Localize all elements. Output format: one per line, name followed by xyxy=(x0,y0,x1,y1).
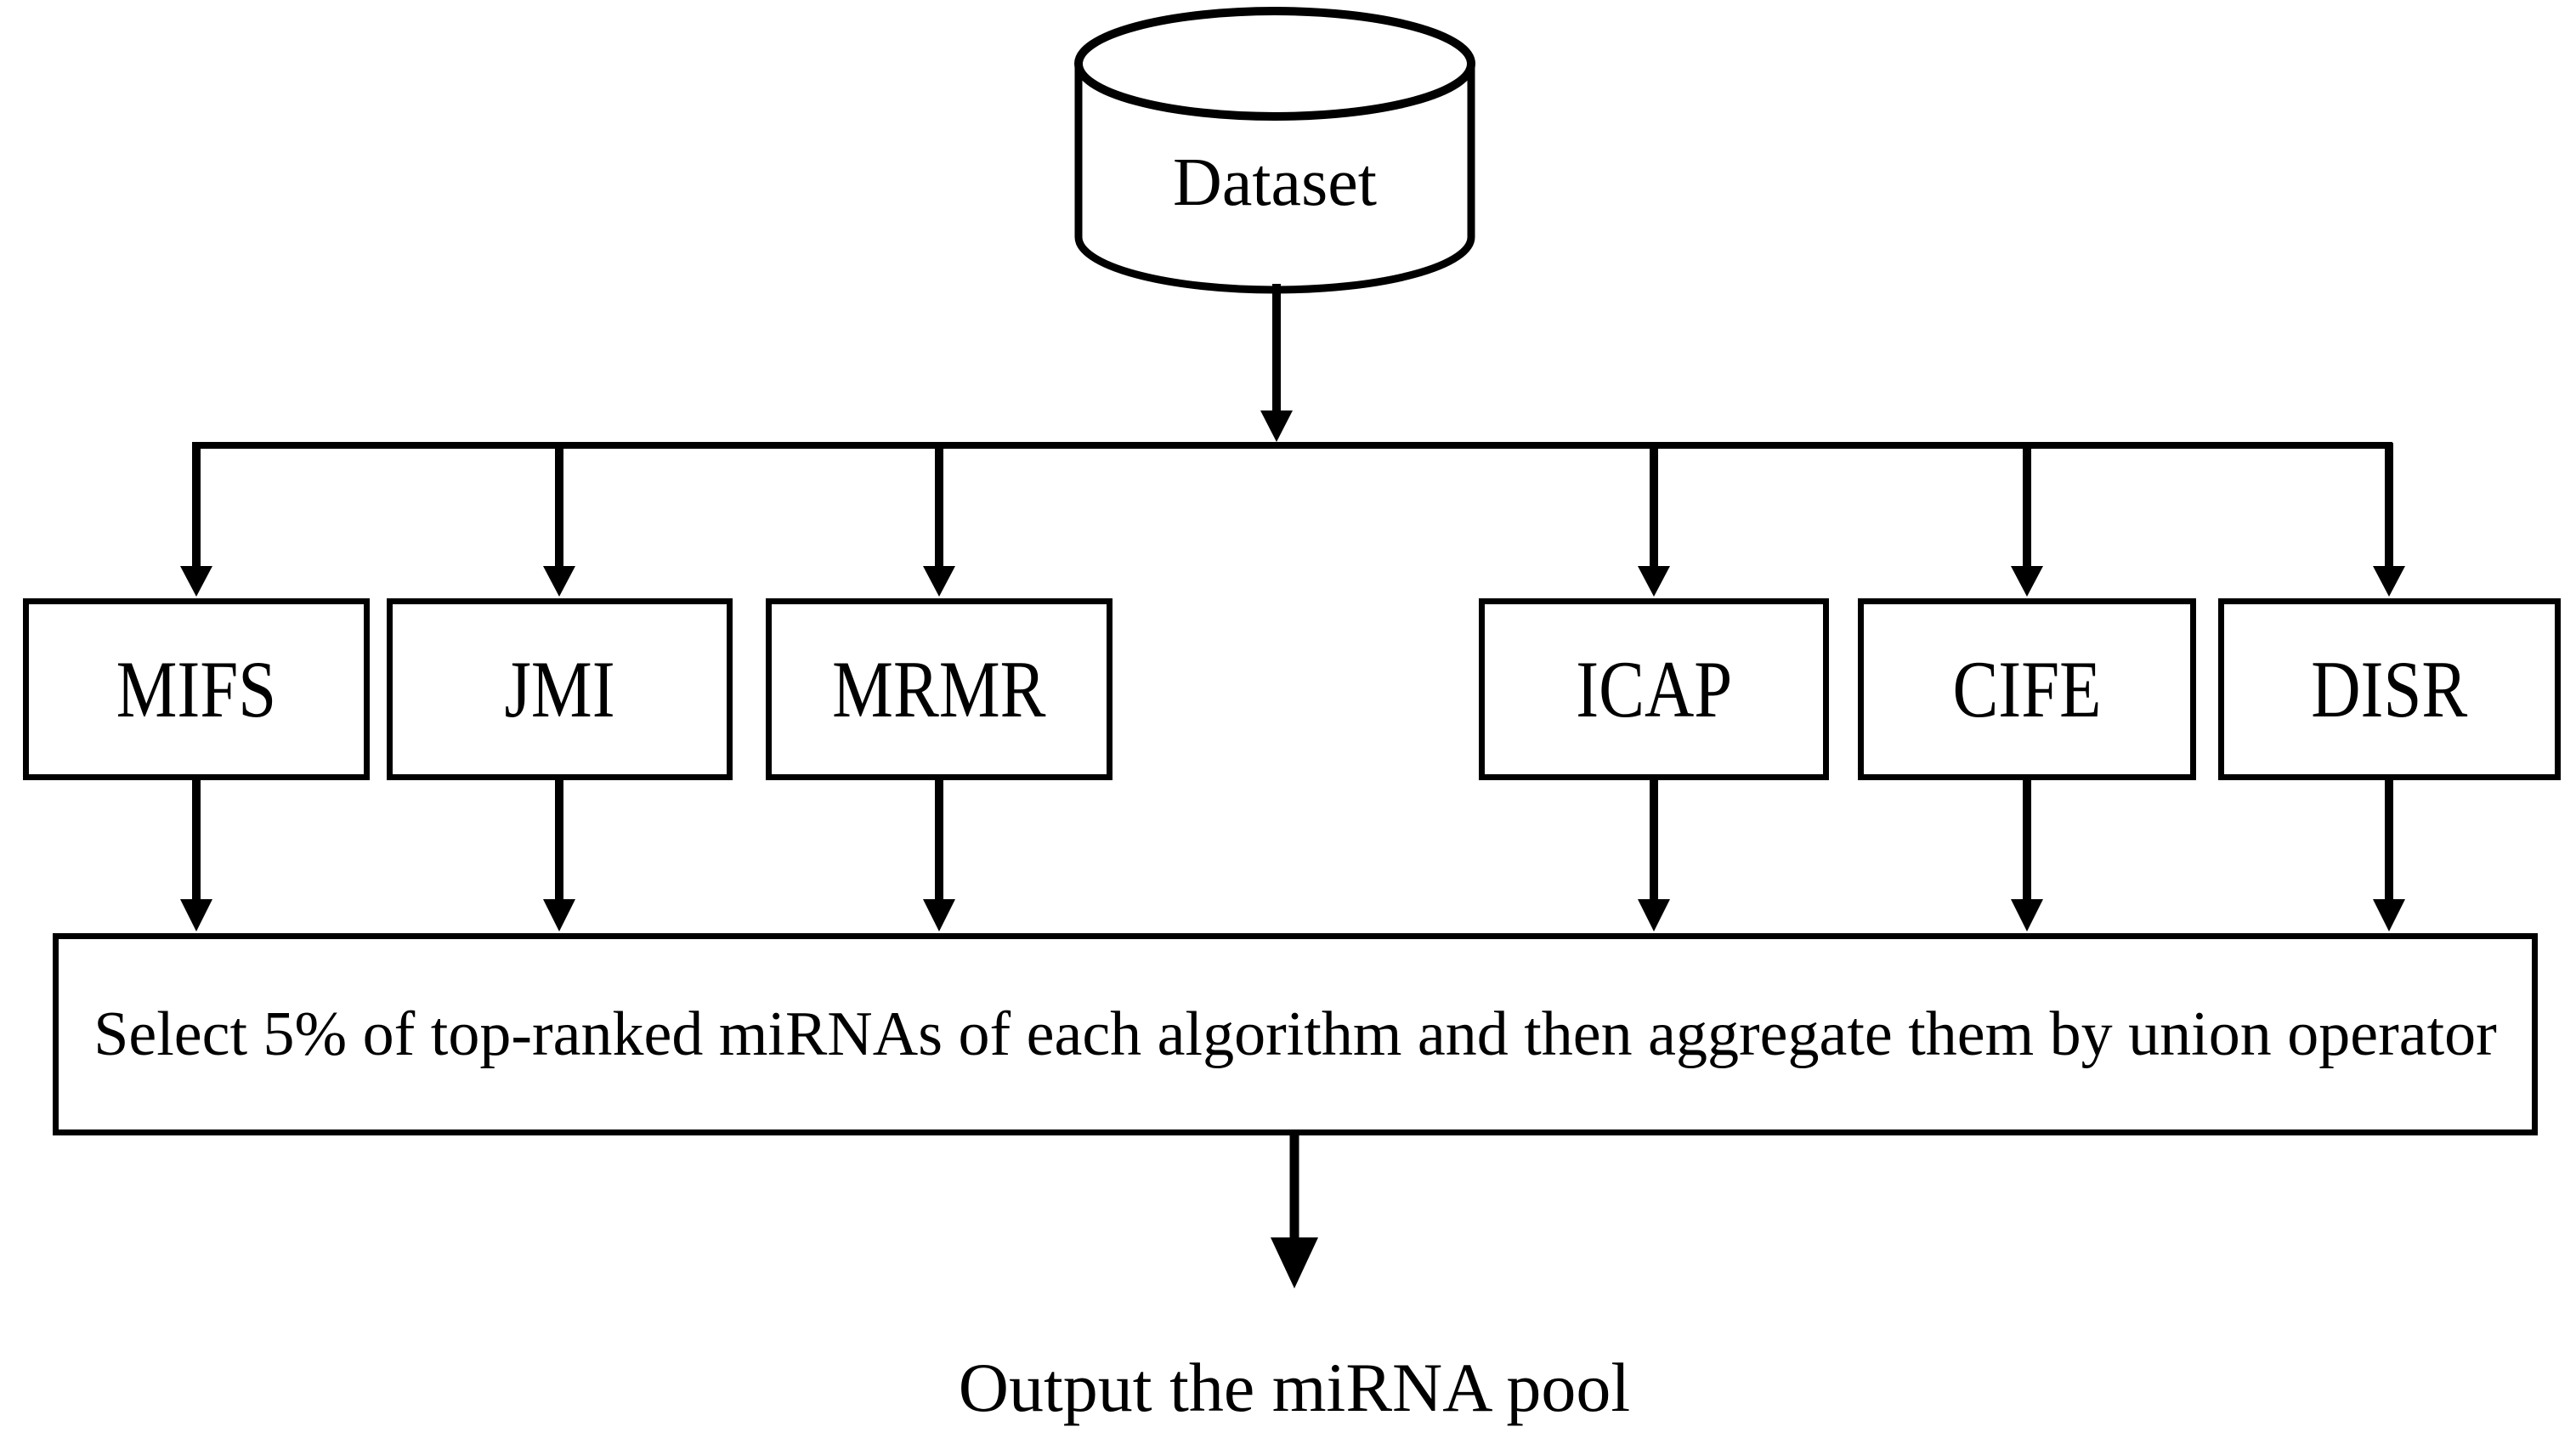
algorithm-box-mrmr: MRMR xyxy=(766,598,1112,780)
dataset-node: Dataset xyxy=(1079,123,1471,242)
arrow-icap-to-aggregation xyxy=(1638,778,1670,931)
arrow-split-to-mifs xyxy=(180,443,212,597)
dataset-cylinder xyxy=(1074,7,1475,294)
arrow-mrmr-to-aggregation xyxy=(923,778,955,931)
aggregation-label: Select 5% of top-ranked miRNAs of each a… xyxy=(93,999,2497,1069)
algorithm-box-cife: CIFE xyxy=(1858,598,2196,780)
algorithm-label-mrmr: MRMR xyxy=(832,643,1046,734)
algorithm-box-icap: ICAP xyxy=(1479,598,1829,780)
arrow-mifs-to-aggregation xyxy=(180,778,212,931)
arrow-split-to-disr xyxy=(2373,443,2405,597)
algorithm-label-cife: CIFE xyxy=(1952,643,2102,734)
algorithm-label-disr: DISR xyxy=(2311,643,2468,734)
arrow-cife-to-aggregation xyxy=(2011,778,2043,931)
dataset-cylinder-top xyxy=(1074,7,1475,121)
arrow-split-to-cife xyxy=(2011,443,2043,597)
aggregation-box: Select 5% of top-ranked miRNAs of each a… xyxy=(53,933,2538,1135)
arrow-jmi-to-aggregation xyxy=(543,778,575,931)
algorithm-label-icap: ICAP xyxy=(1575,643,1732,734)
algorithm-box-disr: DISR xyxy=(2218,598,2561,780)
arrow-split-to-mrmr xyxy=(923,443,955,597)
algorithm-label-mifs: MIFS xyxy=(116,643,277,734)
arrow-split-to-jmi xyxy=(543,443,575,597)
algorithm-box-mifs: MIFS xyxy=(23,598,370,780)
arrow-disr-to-aggregation xyxy=(2373,778,2405,931)
arrow-aggregation-to-output xyxy=(1271,1134,1318,1288)
arrow-split-to-icap xyxy=(1638,443,1670,597)
output-label: Output the miRNA pool xyxy=(958,1349,1631,1426)
algorithm-label-jmi: JMI xyxy=(504,643,615,734)
algorithm-box-jmi: JMI xyxy=(387,598,733,780)
arrow-dataset-to-split xyxy=(1260,284,1293,442)
dataset-label: Dataset xyxy=(1173,145,1377,220)
